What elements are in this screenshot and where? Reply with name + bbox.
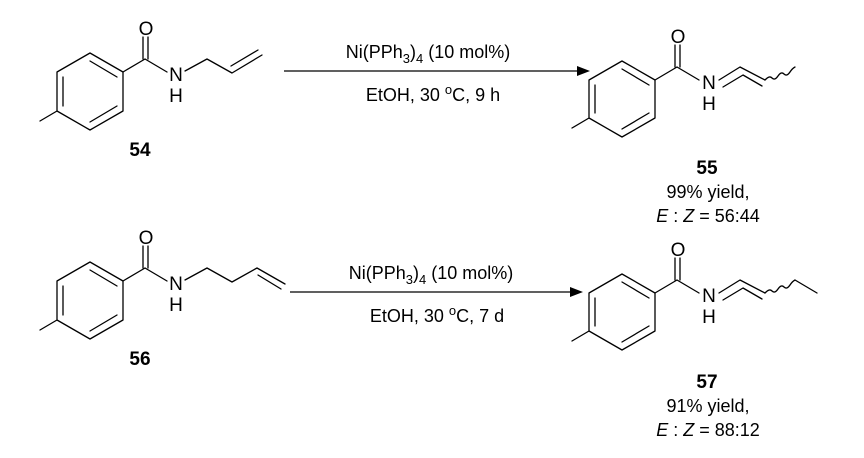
reaction-2-arrow — [290, 287, 583, 297]
reaction-2-solvent-conditions: EtOH, 30 oC, 7 d — [370, 303, 504, 326]
compound-56-label: 56 — [129, 349, 150, 370]
compound-55-structure — [571, 44, 796, 138]
reaction-1-arrow — [284, 66, 590, 76]
compound-54-hydrogen: H — [169, 86, 183, 107]
compound-57-yield: 91% yield, — [666, 396, 749, 416]
compound-57-label: 57 — [696, 372, 717, 393]
compound-56-hydrogen: H — [169, 295, 183, 316]
reaction-1-solvent-conditions: EtOH, 30 oC, 9 h — [366, 82, 500, 105]
compound-57-ez-ratio: E : Z = 88:12 — [656, 420, 760, 440]
compound-54-oxygen: O — [139, 19, 154, 40]
compound-56-structure — [39, 245, 286, 340]
compound-57-nitrogen: N — [702, 286, 716, 307]
compound-57-structure — [571, 257, 818, 351]
compound-56-oxygen: O — [139, 228, 154, 249]
compound-54-label: 54 — [129, 140, 151, 161]
compound-57-oxygen: O — [671, 240, 686, 261]
reaction-2-catalyst: Ni(PPh3)4 (10 mol%) — [349, 263, 514, 287]
compound-55-yield: 99% yield, — [666, 182, 749, 202]
compound-56-nitrogen: N — [169, 274, 183, 295]
compound-57-hydrogen: H — [702, 307, 716, 328]
compound-54-nitrogen: N — [169, 65, 183, 86]
compound-55-ez-ratio: E : Z = 56:44 — [656, 206, 760, 226]
compound-55-oxygen: O — [671, 27, 686, 48]
compound-55-nitrogen: N — [702, 73, 716, 94]
reaction-1-catalyst: Ni(PPh3)4 (10 mol%) — [346, 42, 511, 66]
compound-55-hydrogen: H — [702, 94, 716, 115]
compound-54-structure — [39, 36, 263, 131]
compound-55-label: 55 — [696, 158, 718, 179]
